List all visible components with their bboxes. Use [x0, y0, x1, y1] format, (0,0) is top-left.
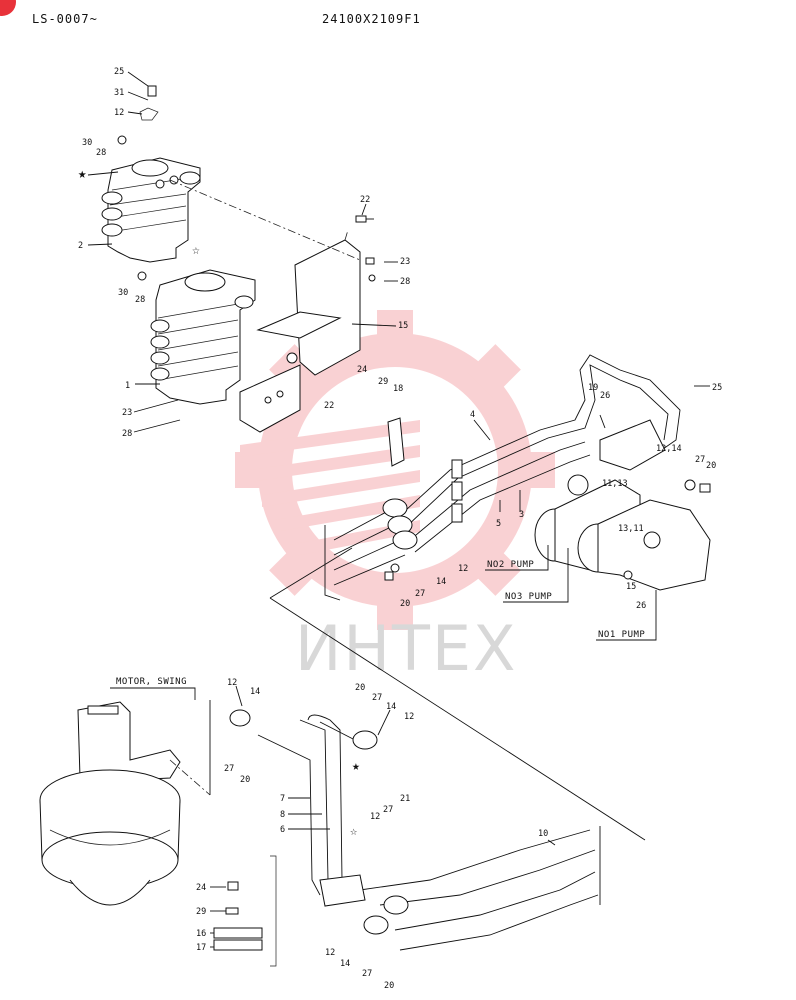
label-no2-pump: NO2 PUMP [487, 560, 534, 570]
callout: 28 [96, 148, 106, 158]
callout: 27 [362, 969, 372, 979]
callout: 24 [196, 883, 206, 893]
valve-bracket [239, 239, 361, 433]
callout: 11,13 [602, 479, 628, 489]
hose-manifold [324, 498, 418, 601]
callout: 14 [340, 959, 350, 969]
callout: 14 [250, 687, 260, 697]
callout: 12 [404, 712, 414, 722]
callout: 20 [400, 599, 410, 609]
label-motor-swing: MOTOR, SWING [116, 677, 187, 687]
callout: 23 [400, 257, 410, 267]
callout: 12 [227, 678, 237, 688]
callout: 13,11 [618, 524, 644, 534]
callout: 7 [280, 794, 285, 804]
leader-line [485, 545, 549, 571]
callout: 27 [224, 764, 234, 774]
callout: 17 [196, 943, 206, 953]
swing-pipes [229, 709, 601, 951]
assembly-line [269, 597, 646, 841]
watermark-logo-icon [235, 310, 555, 630]
callout: 29 [196, 907, 206, 917]
callout: 25 [712, 383, 722, 393]
clamp-set [213, 855, 277, 967]
callout: 24 [357, 365, 367, 375]
callout: 2 [78, 241, 83, 251]
centerline [169, 179, 361, 261]
doc-code-left: LS-0007~ [32, 12, 98, 26]
callout: 28 [135, 295, 145, 305]
callout: 30 [82, 138, 92, 148]
pump-assembly [534, 414, 711, 591]
leader-line [110, 687, 196, 700]
callout-numbers: 25 31 12 30 28 2 30 28 1 23 28 22 23 28 … [78, 67, 722, 991]
bolt-group-top [355, 215, 376, 282]
centerline [169, 759, 211, 796]
assembly-line [269, 547, 353, 599]
callout: 19 [588, 383, 598, 393]
callout: 26 [636, 601, 646, 611]
callout: 20 [706, 461, 716, 471]
callout: 28 [400, 277, 410, 287]
callout: 12,14 [656, 444, 682, 454]
leader-line [596, 590, 657, 641]
control-valve-upper [101, 85, 201, 263]
callout: 27 [372, 693, 382, 703]
callout: 15 [626, 582, 636, 592]
callout: 23 [122, 408, 132, 418]
control-valve-lower [137, 269, 256, 405]
callout: 27 [415, 589, 425, 599]
swing-motor [39, 701, 181, 906]
callout: 12 [458, 564, 468, 574]
callout: 27 [695, 455, 705, 465]
callout: 15 [398, 321, 408, 331]
pipe-clamp [387, 417, 405, 467]
callout: 26 [600, 391, 610, 401]
pump-pipes [394, 354, 681, 553]
callout: 6 [280, 825, 285, 835]
callout: 30 [118, 288, 128, 298]
callout: 5 [496, 519, 501, 529]
leader-line [503, 548, 569, 603]
callout: 12 [370, 812, 380, 822]
callout: 20 [384, 981, 394, 991]
label-no3-pump: NO3 PUMP [505, 592, 552, 602]
callout: 22 [360, 195, 370, 205]
callout: 20 [240, 775, 250, 785]
callout: 4 [470, 410, 475, 420]
callout: 12 [114, 108, 124, 118]
callout-leaders [87, 71, 710, 948]
callout: 29 [378, 377, 388, 387]
star-solid-icon: ★ [352, 759, 360, 774]
star-outline-icon: ☆ [192, 243, 200, 258]
centerline [344, 229, 349, 241]
callout: 14 [436, 577, 446, 587]
callout: 18 [393, 384, 403, 394]
callout: 22 [324, 401, 334, 411]
callout: 14 [386, 702, 396, 712]
callout: 27 [383, 805, 393, 815]
callout: 12 [325, 948, 335, 958]
callout: 20 [355, 683, 365, 693]
callout: 25 [114, 67, 124, 77]
callout: 1 [125, 381, 130, 391]
callout: 10 [538, 829, 548, 839]
star-outline-icon: ☆ [350, 824, 357, 838]
callout: 28 [122, 429, 132, 439]
label-no1-pump: NO1 PUMP [598, 630, 645, 640]
watermark-text: ИНТЕХ [295, 612, 518, 685]
callout: 3 [519, 510, 524, 520]
doc-code-center: 24100X2109F1 [322, 12, 421, 26]
callout: 31 [114, 88, 124, 98]
star-solid-icon: ★ [78, 166, 87, 182]
corner-badge-icon [0, 0, 16, 16]
callout: 16 [196, 929, 206, 939]
callout: 21 [400, 794, 410, 804]
callout: 8 [280, 810, 285, 820]
